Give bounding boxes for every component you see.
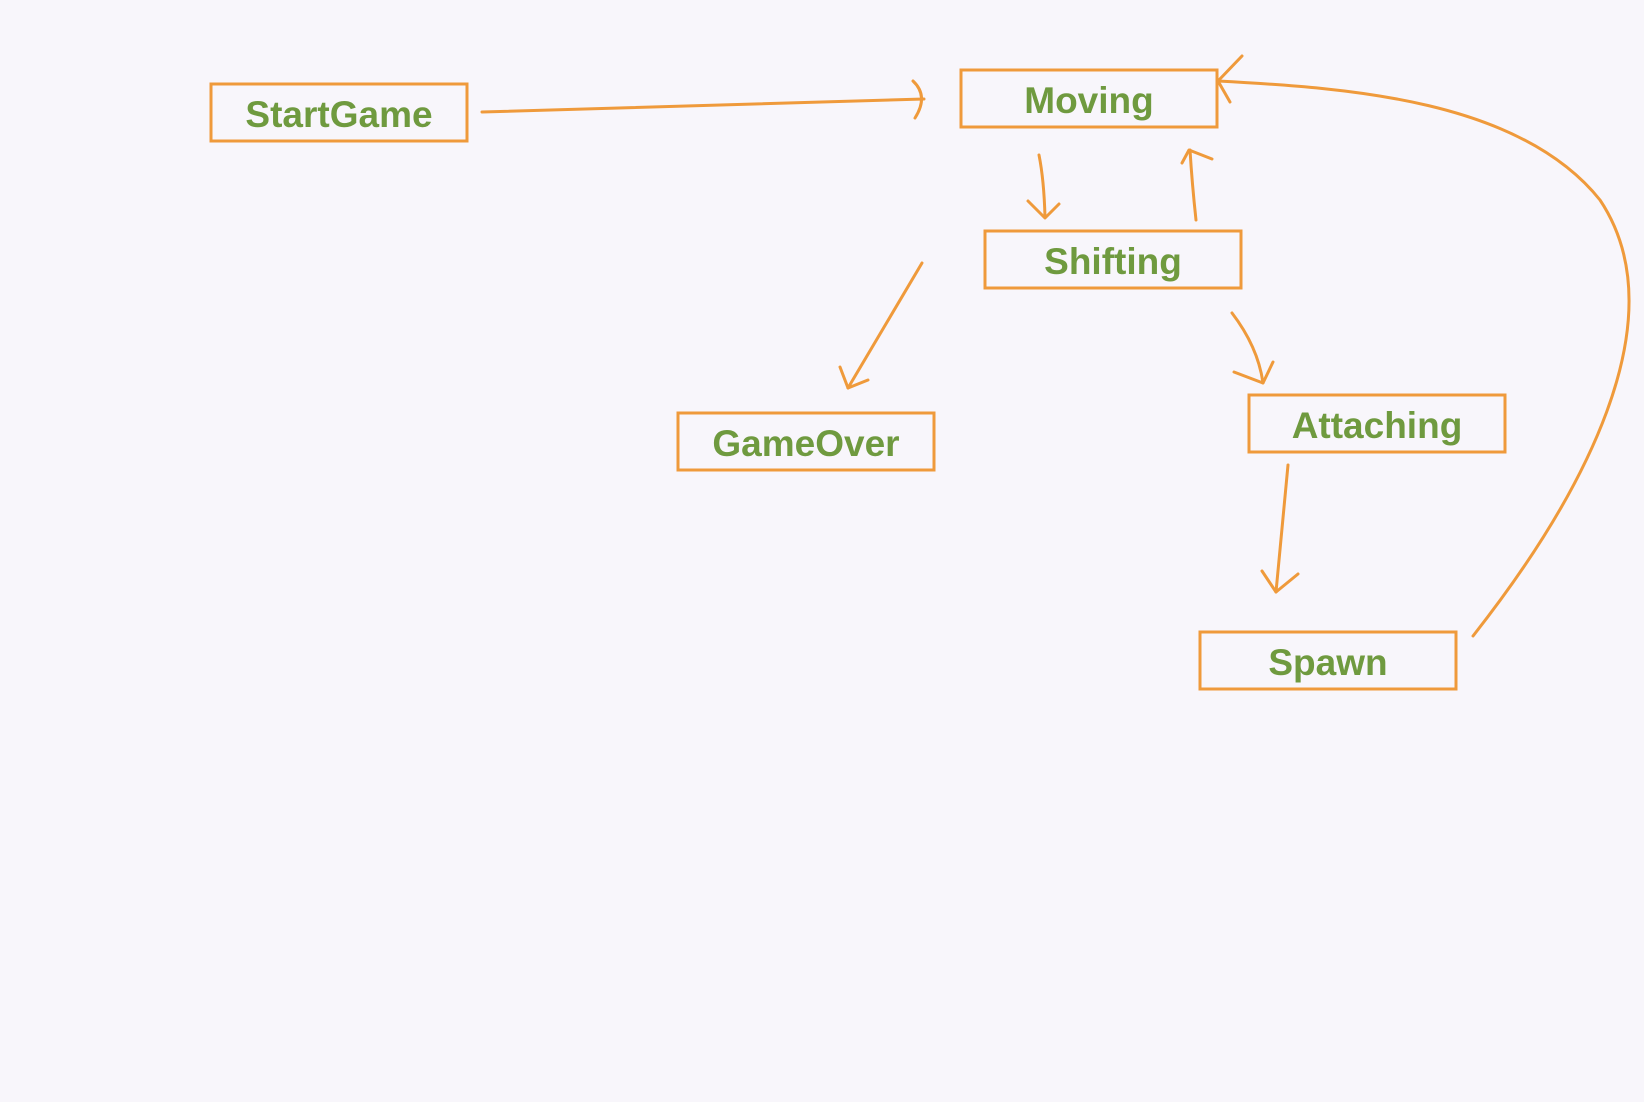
edge-spawn-to-moving (1216, 54, 1631, 638)
state-startgame-box (209, 82, 469, 143)
edge-shifting-to-attaching-arrowhead (1232, 360, 1275, 385)
state-gameover: GameOver (676, 411, 936, 472)
edge-shifting-to-moving-line (1188, 148, 1198, 222)
state-moving: Moving (959, 68, 1219, 129)
edge-spawn-to-moving-line (1216, 79, 1631, 638)
state-startgame: StartGame (209, 82, 469, 143)
state-attaching-label: Attaching (1292, 405, 1463, 446)
edge-startgame-to-moving-arrowhead (911, 79, 923, 120)
edge-attaching-to-spawn (1260, 463, 1300, 594)
state-moving-label: Moving (1024, 80, 1153, 121)
edge-moving-to-shifting-arrowhead (1026, 199, 1061, 220)
edge-moving-to-shifting-line (1037, 153, 1047, 219)
state-gameover-label: GameOver (712, 423, 899, 464)
state-spawn: Spawn (1198, 630, 1458, 691)
state-attaching-box (1247, 393, 1507, 454)
edge-shifting-to-attaching (1230, 311, 1275, 385)
edge-shifting-to-attaching-line (1230, 311, 1265, 385)
edge-attaching-to-spawn-arrowhead (1260, 569, 1300, 594)
edge-shifting-to-gameover-arrowhead (838, 365, 870, 390)
edge-shifting-to-gameover-line (846, 261, 924, 390)
edge-attaching-to-spawn-line (1274, 463, 1290, 594)
state-spawn-box (1198, 630, 1458, 691)
edge-startgame-to-moving (480, 79, 926, 120)
edge-shifting-to-moving-arrowhead (1180, 148, 1214, 165)
edge-moving-to-shifting (1026, 153, 1061, 220)
edge-spawn-to-moving-arrowhead (1216, 54, 1244, 104)
state-gameover-box (676, 411, 936, 472)
edge-startgame-to-moving-line (480, 97, 926, 114)
state-attaching: Attaching (1247, 393, 1507, 454)
state-shifting: Shifting (983, 229, 1243, 290)
state-shifting-box (983, 229, 1243, 290)
state-shifting-label: Shifting (1044, 241, 1182, 282)
state-startgame-label: StartGame (245, 94, 432, 135)
edge-shifting-to-moving (1180, 148, 1214, 222)
state-spawn-label: Spawn (1268, 642, 1387, 683)
edge-shifting-to-gameover (838, 261, 924, 390)
state-moving-box (959, 68, 1219, 129)
